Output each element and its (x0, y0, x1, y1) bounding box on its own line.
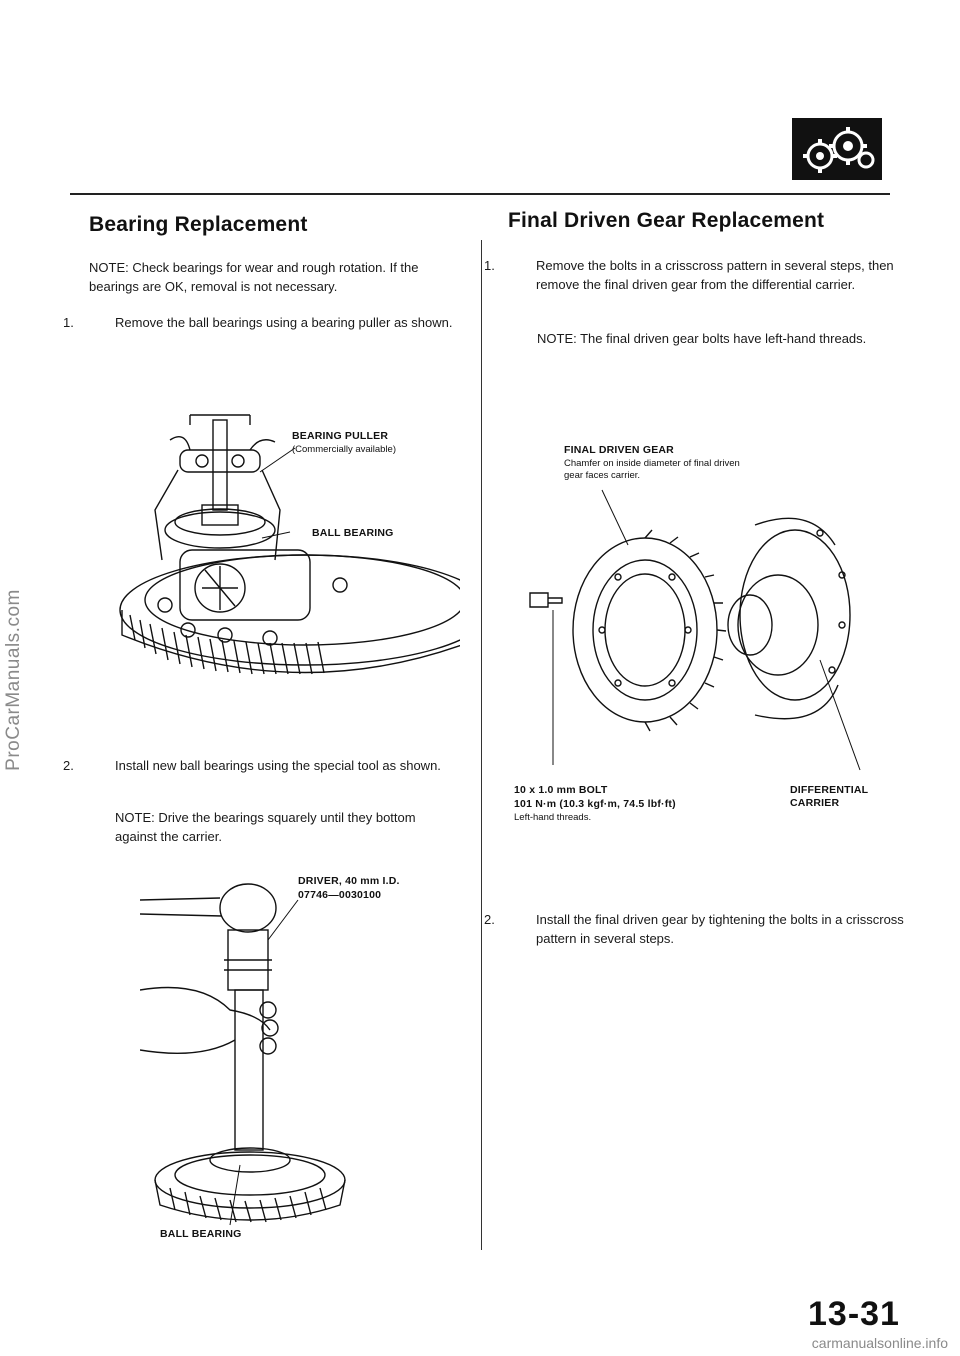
gear-step-2: 2. Install the final driven gear by tight… (484, 910, 906, 948)
bolt-sublabel: Left-hand threads. (514, 812, 592, 823)
driver-illustration (139, 870, 360, 1230)
step-number: 2. (484, 912, 495, 927)
final-driven-gear-label: FINAL DRIVEN GEAR (564, 444, 674, 456)
step-text: Remove the bolts in a crisscross pattern… (536, 258, 894, 292)
driver-label: DRIVER, 40 mm I.D. (298, 875, 400, 887)
final-driven-gear-illustration (520, 485, 880, 775)
bearing-replacement-title: Bearing Replacement (89, 213, 308, 236)
step-text: Install new ball bearings using the spec… (115, 758, 441, 773)
step-text: Install the final driven gear by tighten… (536, 912, 904, 946)
bolt-torque: 101 N·m (10.3 kgf·m, 74.5 lbf·ft) (514, 798, 676, 810)
gear-step-1: 1. Remove the bolts in a crisscross patte… (484, 256, 906, 294)
differential-gear-icon (792, 118, 882, 180)
bearing-step-2: 2. Install new ball bearings using the sp… (63, 756, 485, 775)
side-watermark: ProCarManuals.com (3, 589, 24, 771)
gear-note: NOTE: The final driven gear bolts have l… (537, 331, 867, 346)
step-number: 1. (63, 315, 74, 330)
step-number: 1. (484, 258, 495, 273)
footer-watermark: carmanualsonline.info (811, 1335, 948, 1351)
bearing-note: NOTE: Check bearings for wear and rough … (89, 260, 419, 294)
page-number: 13-31 (808, 1295, 900, 1333)
bearing-note-2: NOTE: Drive the bearings squarely until … (115, 810, 416, 844)
header-rule (70, 193, 890, 195)
final-driven-gear-sublabel: Chamfer on inside diameter of final driv… (564, 458, 740, 481)
driver-part-number: 07746—0030100 (298, 889, 382, 901)
ball-bearing-label-1: BALL BEARING (312, 527, 394, 539)
bearing-step-1: 1. Remove the ball bearings using a beari… (63, 313, 485, 332)
ball-bearing-label-2: BALL BEARING (160, 1228, 242, 1240)
bearing-puller-illustration (110, 410, 491, 695)
step-number: 2. (63, 758, 74, 773)
bolt-label: 10 x 1.0 mm BOLT (514, 784, 608, 796)
differential-carrier-label: DIFFERENTIAL CARRIER (790, 784, 869, 809)
bearing-puller-label: BEARING PULLER (292, 430, 389, 442)
step-text: Remove the ball bearings using a bearing… (115, 315, 453, 330)
column-divider (481, 240, 482, 1250)
final-driven-gear-title: Final Driven Gear Replacement (508, 209, 825, 232)
bearing-puller-sublabel: (Commercially available) (292, 444, 396, 455)
